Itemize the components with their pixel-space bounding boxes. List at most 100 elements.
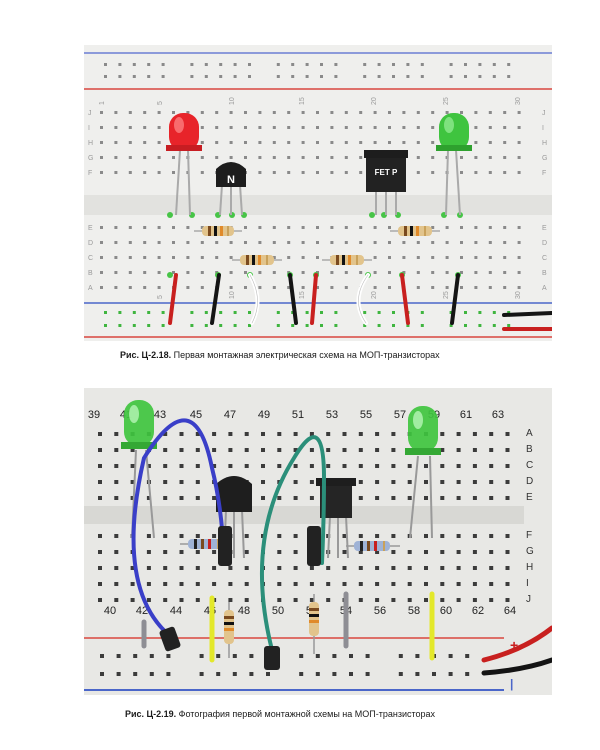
breadboard-hole	[100, 171, 103, 174]
breadboard-hole	[464, 63, 467, 66]
breadboard-hole	[420, 324, 424, 327]
breadboard-hole	[309, 566, 314, 570]
breadboard-hole	[472, 432, 477, 436]
breadboard-hole	[359, 271, 363, 274]
breadboard-hole	[128, 226, 132, 229]
breadboard-hole	[488, 141, 492, 144]
column-number: 39	[88, 409, 100, 421]
breadboard-hole	[489, 496, 494, 500]
column-number: 49	[258, 409, 270, 421]
breadboard-hole	[472, 448, 477, 452]
breadboard-hole	[309, 464, 314, 468]
breadboard-hole	[330, 156, 334, 159]
n-channel-mosfet: N	[216, 162, 246, 216]
breadboard-hole	[179, 464, 184, 468]
breadboard-hole	[460, 286, 463, 289]
breadboard-hole	[301, 126, 305, 129]
breadboard-hole	[98, 534, 102, 538]
breadboard-hole	[128, 141, 132, 144]
breadboard-hole	[326, 582, 331, 586]
breadboard-hole	[179, 480, 184, 484]
breadboard-hole	[195, 448, 200, 452]
breadboard-hole	[440, 550, 445, 554]
breadboard-hole	[163, 550, 168, 554]
breadboard-hole	[445, 286, 449, 289]
breadboard-hole	[474, 241, 478, 244]
breadboard-hole	[157, 226, 161, 229]
breadboard-hole	[445, 111, 449, 114]
breadboard-hole	[375, 534, 380, 538]
rail-minus-sign: |	[510, 677, 513, 691]
red-led	[166, 113, 202, 216]
breadboard-hole	[344, 171, 348, 174]
breadboard-hole	[293, 550, 298, 554]
breadboard-hole	[375, 464, 380, 468]
breadboard-hole	[276, 75, 280, 78]
breadboard-hole	[373, 241, 377, 244]
breadboard-hole	[293, 480, 298, 484]
breadboard-hole	[342, 448, 347, 452]
resistor-1	[194, 226, 242, 236]
breadboard-hole	[157, 156, 161, 159]
breadboard-hole	[114, 226, 118, 229]
breadboard-hole	[128, 256, 132, 259]
breadboard-hole	[287, 226, 291, 229]
breadboard-hole	[172, 111, 175, 114]
breadboard-hole	[440, 448, 445, 452]
breadboard-hole	[349, 654, 353, 658]
breadboard-hole	[407, 598, 412, 602]
breadboard-hole	[114, 256, 118, 259]
figure-1-caption-label: Рис. Ц-2.18.	[120, 350, 172, 360]
breadboard-hole	[195, 432, 200, 436]
breadboard-hole	[143, 286, 147, 289]
breadboard-hole	[212, 448, 217, 452]
breadboard-hole	[287, 286, 291, 289]
breadboard-hole	[358, 582, 363, 586]
breadboard-hole	[179, 566, 184, 570]
breadboard-hole	[334, 63, 338, 66]
breadboard-hole	[166, 672, 171, 676]
breadboard-hole	[146, 550, 151, 554]
breadboard-hole	[392, 311, 395, 314]
column-number: 57	[394, 409, 406, 421]
breadboard-hole	[365, 672, 370, 676]
breadboard-hole	[258, 111, 262, 114]
breadboard-hole	[359, 171, 363, 174]
breadboard-hole	[505, 496, 510, 500]
column-number: 51	[292, 409, 304, 421]
breadboard-hole	[258, 126, 262, 129]
breadboard-hole	[128, 271, 132, 274]
breadboard-hole	[407, 566, 412, 570]
breadboard-hole	[332, 672, 337, 676]
breadboard-hole	[219, 63, 223, 66]
breadboard-hole	[465, 654, 470, 658]
breadboard-hole	[464, 75, 467, 78]
row-letter: D	[526, 476, 533, 487]
breadboard-hole	[517, 126, 521, 129]
breadboard-hole	[391, 550, 396, 554]
breadboard-hole	[377, 324, 381, 327]
breadboard-hole	[488, 256, 492, 259]
breadboard-hole	[128, 286, 132, 289]
breadboard-hole	[228, 448, 233, 452]
breadboard-hole	[277, 550, 282, 554]
breadboard-hole	[431, 171, 435, 174]
breadboard-hole	[342, 464, 347, 468]
breadboard-hole	[301, 256, 305, 259]
breadboard-hole	[291, 75, 295, 78]
breadboard-hole	[204, 324, 208, 327]
breadboard-hole	[114, 286, 118, 289]
breadboard-hole	[114, 464, 119, 468]
breadboard-hole	[416, 286, 420, 289]
breadboard-hole	[402, 141, 406, 144]
breadboard-hole	[398, 654, 403, 658]
breadboard-hole	[363, 311, 367, 314]
breadboard-hole	[100, 256, 103, 259]
resistor-2	[232, 255, 282, 265]
breadboard-hole	[157, 126, 161, 129]
breadboard-hole	[391, 598, 396, 602]
breadboard-hole	[358, 566, 363, 570]
row-letter: I	[88, 125, 90, 132]
breadboard-hole	[316, 171, 319, 174]
breadboard-hole	[391, 480, 396, 484]
